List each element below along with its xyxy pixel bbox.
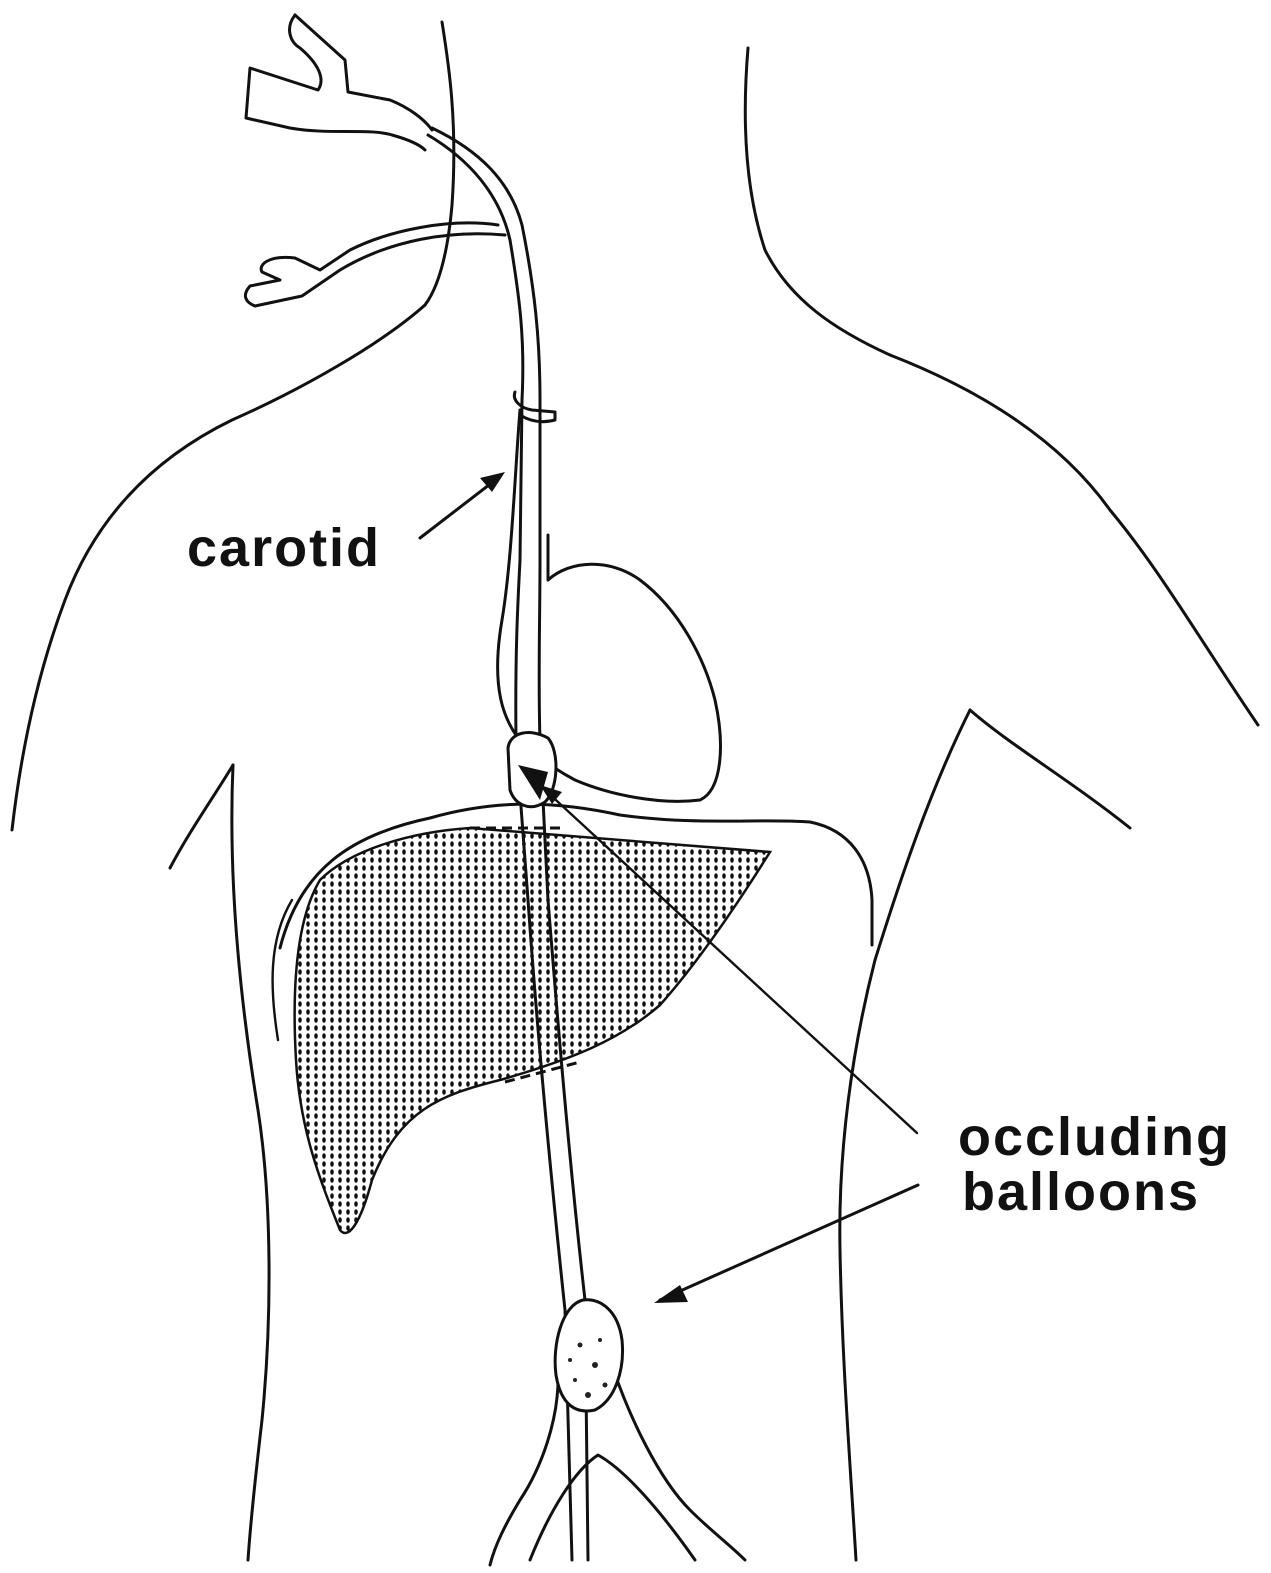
lower-balloon-pointer-arrowhead bbox=[654, 1285, 688, 1303]
left-arm-inner-contour bbox=[170, 765, 233, 868]
catheter-side-port bbox=[245, 223, 505, 306]
left-flank-contour bbox=[232, 765, 269, 1560]
lower-balloon-pointer-line bbox=[660, 1185, 918, 1300]
heart-outline bbox=[548, 564, 720, 801]
occluding-balloons-label-line1: occluding bbox=[958, 1107, 1231, 1167]
liver-shape bbox=[295, 828, 770, 1233]
occluding-balloons-label-line2: balloons bbox=[962, 1162, 1200, 1222]
body-outline bbox=[12, 22, 1258, 1560]
carotid-pointer-line bbox=[420, 478, 498, 538]
right-shoulder-contour bbox=[890, 355, 1258, 725]
catheter-port-upper bbox=[295, 15, 432, 130]
right-flank-contour bbox=[840, 710, 970, 1560]
aorta-bifurcation-crotch bbox=[530, 1455, 695, 1560]
aorta-bifurcation-right bbox=[610, 1360, 745, 1560]
neck-right-contour bbox=[745, 48, 890, 355]
carotid-label: carotid bbox=[187, 518, 381, 578]
neck-left-contour bbox=[425, 22, 454, 305]
right-arm-inner-contour bbox=[970, 710, 1130, 828]
aorta-bifurcation-left bbox=[490, 1370, 558, 1565]
catheter-port-upper-lip bbox=[246, 15, 425, 150]
